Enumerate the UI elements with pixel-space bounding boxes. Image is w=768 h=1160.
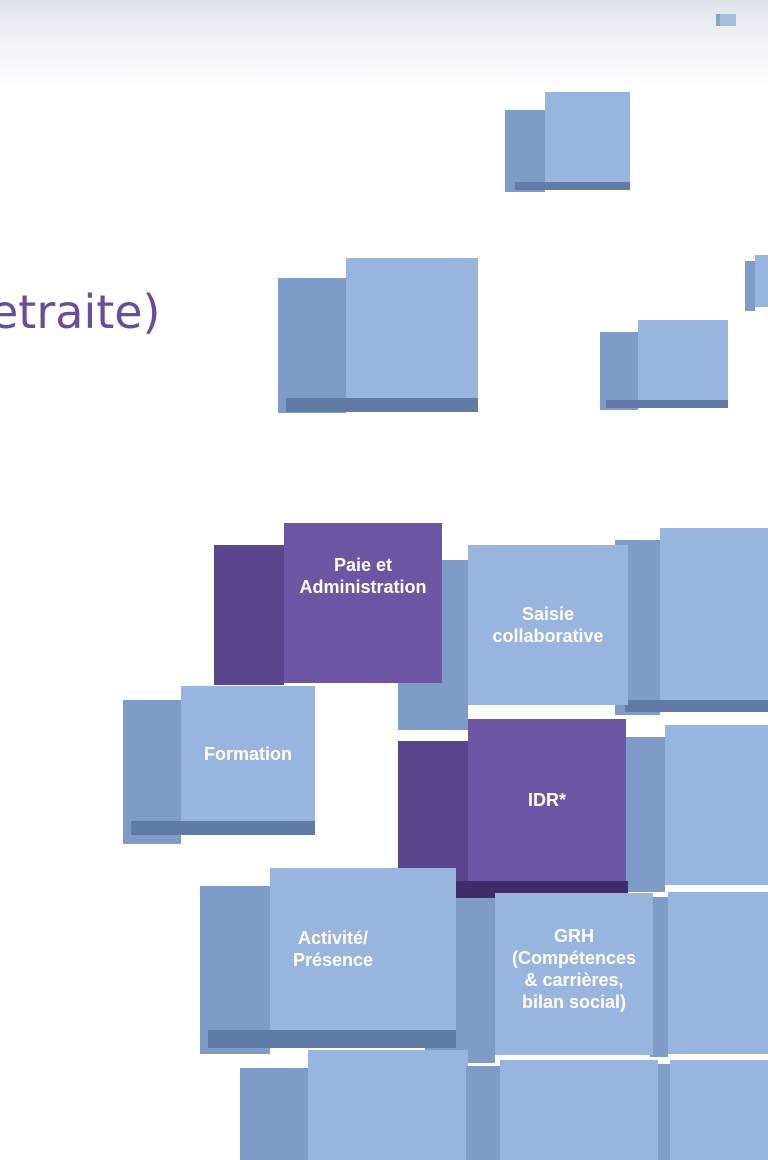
formation-text: Formation: [204, 743, 292, 764]
cube-decoration: [745, 255, 768, 313]
module-cube-grh: GRH (Compétences & carrières, bilan soci…: [425, 893, 653, 1063]
module-cube-formation: Formation: [123, 686, 315, 846]
cube-decoration: [466, 1060, 658, 1160]
paie-text: Paie et Administration: [299, 554, 427, 597]
cube-decoration: [600, 320, 728, 410]
cube-decoration: [505, 92, 630, 192]
top-gradient: [0, 0, 768, 90]
idr-text: IDR*: [527, 790, 566, 810]
page-heading: etraite): [0, 285, 220, 339]
cube-decoration: [625, 725, 768, 895]
module-cube-paie: Paie et Administration: [214, 523, 442, 688]
idr-label: IDR*: [468, 719, 626, 881]
formation-label: Formation: [181, 686, 315, 821]
small-cube-decoration: [716, 14, 736, 26]
grh-text: GRH (Compétences & carrières, bilan soci…: [511, 926, 637, 1012]
paie-label: Paie et Administration: [284, 523, 442, 683]
activite-text: Activité/ Présence: [292, 928, 374, 970]
cube-decoration: [278, 258, 478, 418]
activite-label: Activité/ Présence: [270, 868, 456, 1030]
cube-decoration: [240, 1050, 468, 1160]
heading-text: etraite): [0, 285, 161, 339]
saisie-label: Saisie collaborative: [468, 545, 628, 705]
cube-decoration: [615, 528, 768, 718]
saisie-text: Saisie collaborative: [492, 604, 604, 646]
cube-decoration: [650, 892, 768, 1060]
grh-label: GRH (Compétences & carrières, bilan soci…: [495, 893, 653, 1055]
cube-decoration: [658, 1060, 768, 1160]
module-cube-activite: Activité/ Présence: [200, 868, 456, 1056]
